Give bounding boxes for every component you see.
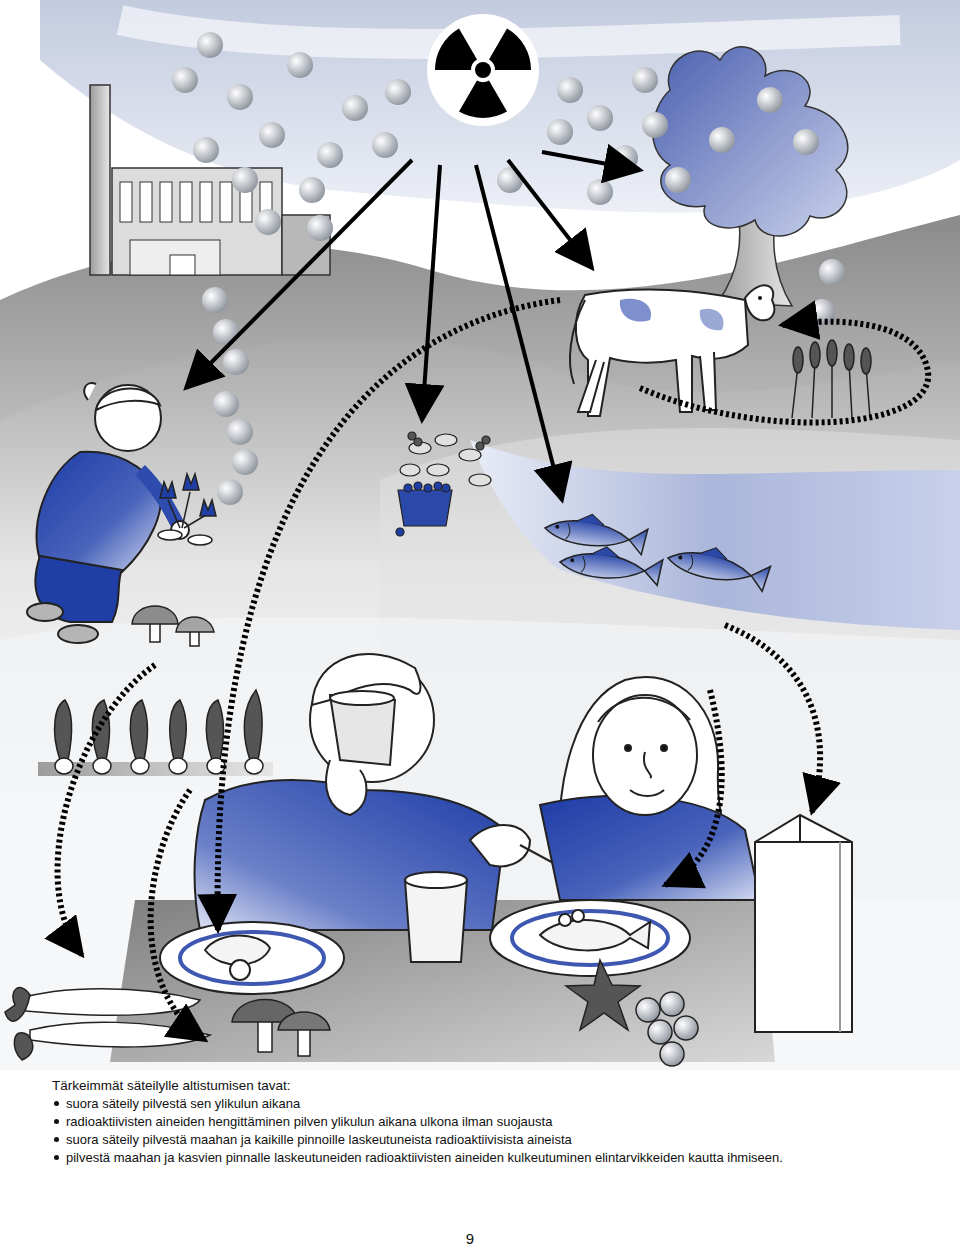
bullet-dot — [54, 1137, 59, 1142]
list-item: suora säteily pilvestä sen ylikulun aika… — [66, 1095, 300, 1112]
list-item: pilvestä maahan ja kasvien pinnalle lask… — [66, 1149, 783, 1166]
bullet-dot — [54, 1101, 59, 1106]
list-heading: Tärkeimmät säteilylle altistumisen tavat… — [52, 1077, 291, 1094]
list-item: radioaktiivisten aineiden hengittäminen … — [66, 1113, 552, 1130]
bullet-dot — [54, 1119, 59, 1124]
page-number: 9 — [466, 1230, 474, 1247]
bullet-dot — [54, 1155, 59, 1160]
list-item: suora säteily pilvestä maahan ja kaikill… — [66, 1131, 572, 1148]
